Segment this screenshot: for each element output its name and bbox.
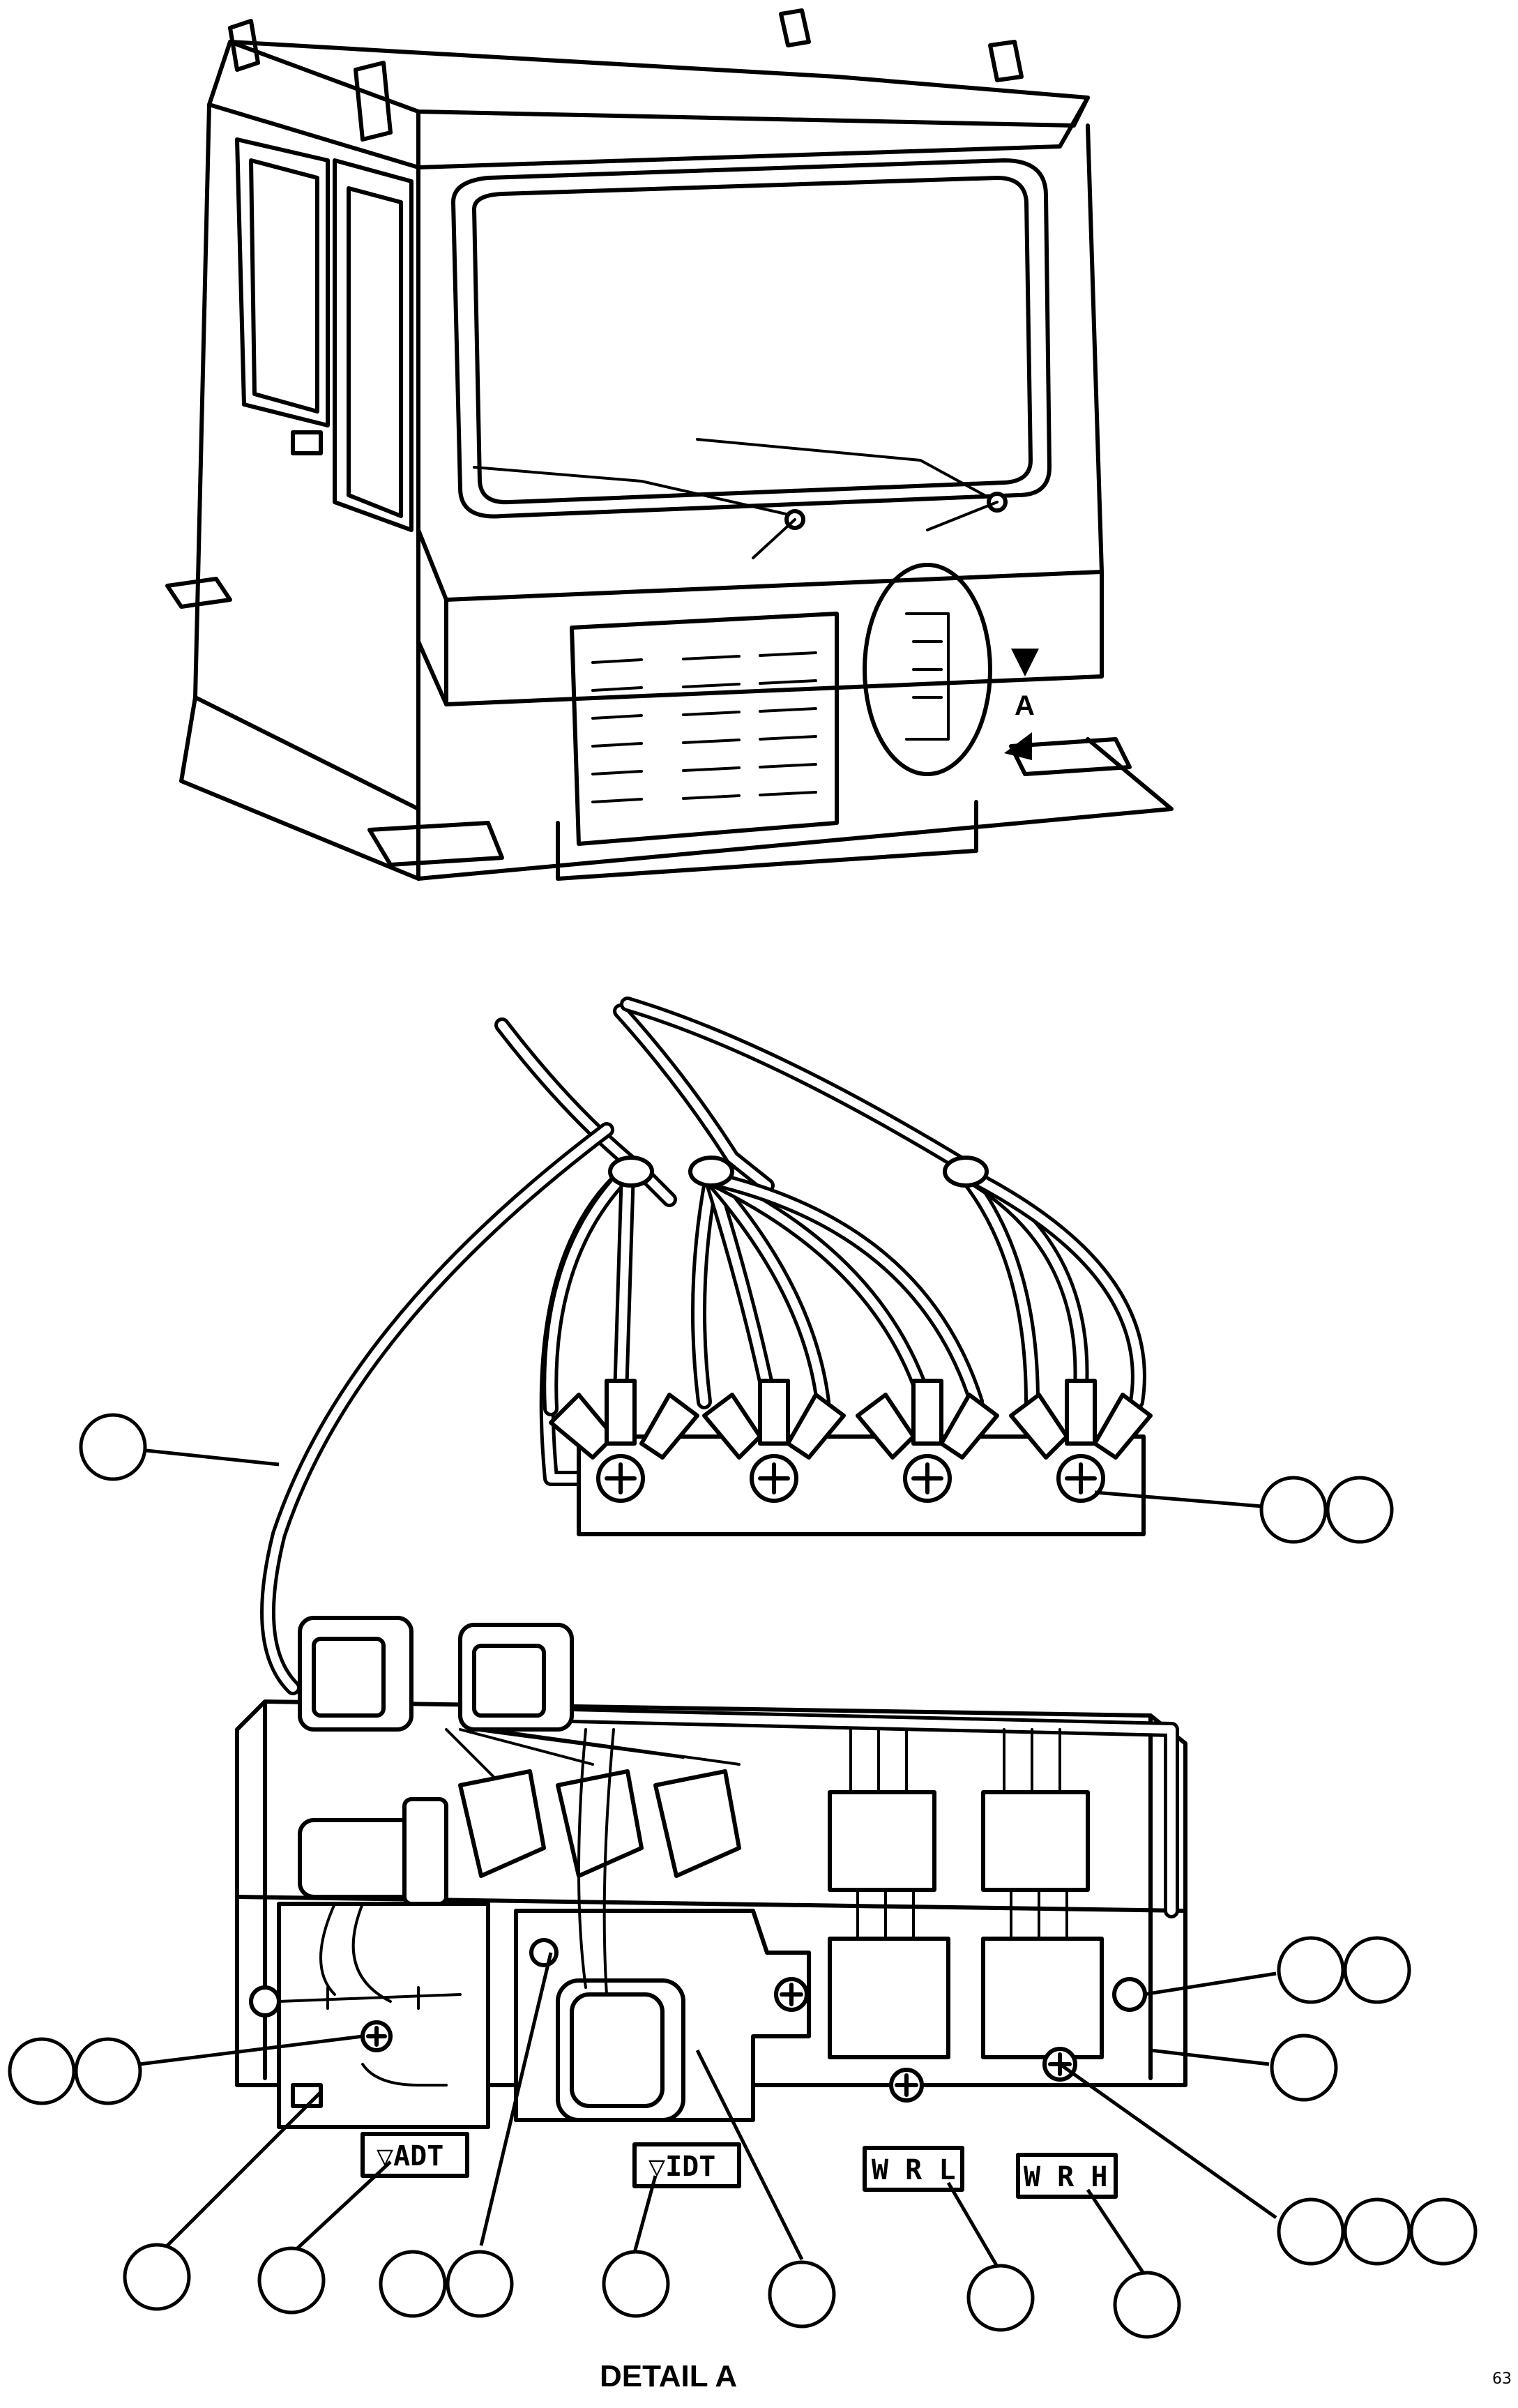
terminal-screws [596, 1454, 1105, 1503]
callout-bubble[interactable] [966, 2264, 1035, 2332]
callout-bubble[interactable] [379, 2250, 447, 2318]
callout-bubble[interactable] [1409, 2197, 1478, 2266]
ring-terminals [549, 1379, 1153, 1460]
grommet [1112, 1977, 1147, 2012]
detail-caption: DETAIL A [600, 2359, 737, 2393]
detail-a-view: ▽ADT ▽IDT W R L W R H [8, 997, 1512, 2393]
callout-bubble[interactable] [1113, 2271, 1181, 2339]
callout-bubble[interactable] [8, 2037, 76, 2105]
diode-panel [277, 1902, 490, 2129]
callout-bubble[interactable] [79, 1413, 147, 1481]
tag-wrl-label: W R L [872, 2154, 955, 2186]
figure-number: 63 [1492, 2370, 1512, 2388]
callout-bubble[interactable] [1259, 1476, 1328, 1544]
callout-bubble[interactable] [768, 2260, 836, 2329]
view-arrow-down-icon [1011, 649, 1039, 676]
callout-bubble[interactable] [123, 2243, 191, 2311]
callout-bubble[interactable] [1277, 2197, 1345, 2266]
tag-wrh: W R H [1016, 2153, 1118, 2199]
tag-wrl: W R L [863, 2146, 964, 2192]
relays [298, 1769, 741, 1906]
callout-bubble[interactable] [1343, 2197, 1411, 2266]
wr-connectors [828, 1728, 1104, 2103]
callouts [8, 1413, 1478, 2339]
cab-view: A [165, 8, 1174, 881]
grille-louvers [591, 651, 817, 803]
callout-bubble[interactable] [1326, 1476, 1394, 1544]
view-marker-label: A [1015, 690, 1035, 721]
callout-bubble[interactable] [1270, 2034, 1338, 2102]
callout-bubble[interactable] [446, 2250, 514, 2318]
callout-bubble[interactable] [257, 2246, 326, 2315]
tag-idt-label: ▽IDT [648, 2151, 715, 2183]
tag-idt: ▽IDT [632, 2142, 741, 2188]
tag-adt: ▽ADT [360, 2132, 469, 2178]
callout-bubble[interactable] [1277, 1936, 1345, 2004]
callout-bubble[interactable] [1343, 1936, 1411, 2004]
tag-wrh-label: W R H [1024, 2161, 1107, 2193]
view-arrow-up-icon [1004, 732, 1032, 760]
callout-bubble[interactable] [602, 2250, 670, 2318]
detail-a-circle [863, 563, 992, 776]
tag-adt-label: ▽ADT [377, 2140, 443, 2172]
upper-terminal-wires [539, 1164, 1146, 1486]
callout-bubble[interactable] [74, 2037, 142, 2105]
